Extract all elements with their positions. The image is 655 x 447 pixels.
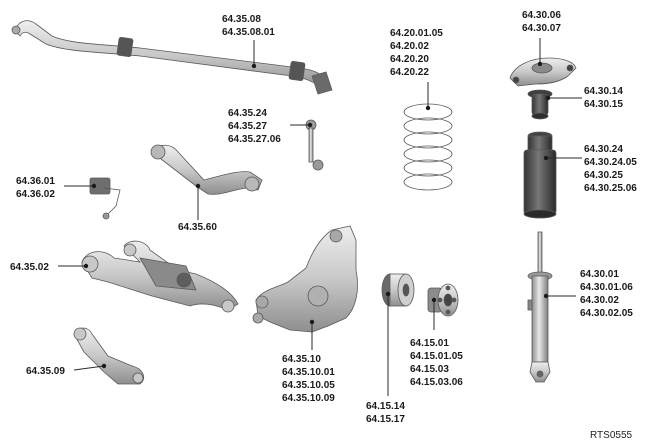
label-64-35-10-01: 64.35.10.01 <box>282 367 335 378</box>
label-64-30-24: 64.30.24 <box>584 144 623 155</box>
label-64-20-01-05: 64.20.01.05 <box>390 28 443 39</box>
knuckle-bushing <box>381 273 415 307</box>
label-64-30-15: 64.30.15 <box>584 99 623 110</box>
callout-dust-boot: 64.30.24 64.30.24.05 64.30.25 64.30.25.0… <box>543 144 637 194</box>
label-64-35-02: 64.35.02 <box>10 262 49 273</box>
figure-reference: RTS0555 <box>590 430 633 441</box>
label-64-15-01-05: 64.15.01.05 <box>410 351 463 362</box>
label-64-20-22: 64.20.22 <box>390 67 429 78</box>
shock-absorber <box>527 231 553 383</box>
callout-top-mount: 64.30.06 64.30.07 <box>522 10 561 67</box>
label-64-36-01: 64.36.01 <box>16 176 55 187</box>
callout-stabilizer-bar: 64.35.08 64.35.08.01 <box>222 14 275 69</box>
callout-knuckle: 64.35.10 64.35.10.01 64.35.10.05 64.35.1… <box>282 319 335 404</box>
label-64-35-08-01: 64.35.08.01 <box>222 27 275 38</box>
label-64-20-02: 64.20.02 <box>390 41 429 52</box>
callout-stabilizer-link: 64.35.24 64.35.27 64.35.27.06 <box>228 108 313 145</box>
callout-coil-spring: 64.20.01.05 64.20.02 64.20.20 64.20.22 <box>390 28 443 111</box>
label-64-35-10-05: 64.35.10.05 <box>282 380 335 391</box>
coil-spring <box>403 103 453 191</box>
toe-link <box>73 327 145 385</box>
callout-upper-arm: 64.35.60 <box>178 183 217 233</box>
strut-top-mount <box>509 57 577 87</box>
label-64-35-24: 64.35.24 <box>228 108 267 119</box>
label-64-35-09: 64.35.09 <box>26 366 65 377</box>
wheel-knuckle <box>252 225 358 333</box>
label-64-30-14: 64.30.14 <box>584 86 623 97</box>
bump-stop <box>527 89 553 120</box>
label-64-30-25-06: 64.30.25.06 <box>584 183 637 194</box>
label-64-30-25: 64.30.25 <box>584 170 623 181</box>
label-64-30-01-06: 64.30.01.06 <box>580 282 633 293</box>
dust-boot <box>523 131 557 219</box>
label-64-30-07: 64.30.07 <box>522 23 561 34</box>
ride-height-sensor <box>89 177 121 220</box>
label-64-30-02: 64.30.02 <box>580 295 619 306</box>
callout-hub: 64.15.01 64.15.01.05 64.15.03 64.15.03.0… <box>410 297 463 388</box>
stabilizer-bar <box>11 20 333 95</box>
callout-bushing: 64.15.14 64.15.17 <box>366 291 405 425</box>
label-64-35-27: 64.35.27 <box>228 121 267 132</box>
label-64-35-10: 64.35.10 <box>282 354 321 365</box>
label-64-20-20: 64.20.20 <box>390 54 429 65</box>
label-64-15-03: 64.15.03 <box>410 364 449 375</box>
label-64-15-01: 64.15.01 <box>410 338 449 349</box>
label-64-35-10-09: 64.35.10.09 <box>282 393 335 404</box>
label-64-36-02: 64.36.02 <box>16 189 55 200</box>
callout-shock-absorber: 64.30.01 64.30.01.06 64.30.02 64.30.02.0… <box>543 269 633 319</box>
label-64-30-02-05: 64.30.02.05 <box>580 308 633 319</box>
wheel-hub <box>427 283 459 317</box>
label-64-35-08: 64.35.08 <box>222 14 261 25</box>
label-64-30-24-05: 64.30.24.05 <box>584 157 637 168</box>
callout-bump-stop: 64.30.14 64.30.15 <box>545 86 623 110</box>
label-64-35-60: 64.35.60 <box>178 222 217 233</box>
label-64-15-17: 64.15.17 <box>366 414 405 425</box>
callout-height-sensor: 64.36.01 64.36.02 <box>16 176 97 200</box>
callout-lower-arm: 64.35.02 <box>10 262 89 273</box>
upper-control-arm <box>150 144 263 195</box>
label-64-30-01: 64.30.01 <box>580 269 619 280</box>
stabilizer-link <box>305 119 324 171</box>
callout-toe-link: 64.35.09 <box>26 363 107 377</box>
lower-control-arm <box>81 240 239 313</box>
label-64-30-06: 64.30.06 <box>522 10 561 21</box>
label-64-15-03-06: 64.15.03.06 <box>410 377 463 388</box>
label-64-35-27-06: 64.35.27.06 <box>228 134 281 145</box>
label-64-15-14: 64.15.14 <box>366 401 405 412</box>
